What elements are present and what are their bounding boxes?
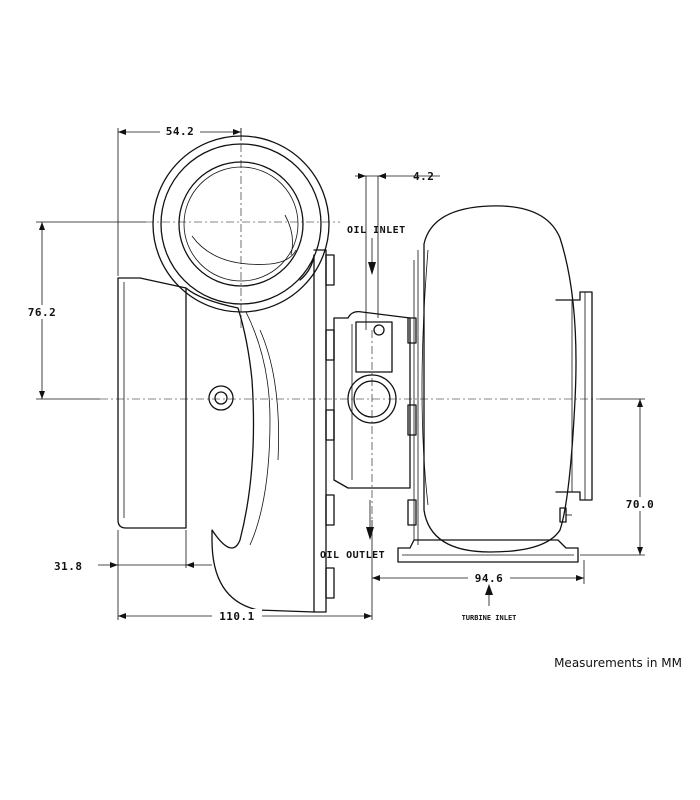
dim-label-31-8: 31.8 [54, 560, 83, 573]
oil-outlet-label: OIL OUTLET [320, 550, 385, 561]
dimension-110-1: 110.1 [118, 520, 373, 623]
oil-inlet-callout: OIL INLET [347, 225, 406, 275]
dimension-70-0: 70.0 [580, 398, 662, 556]
oil-inlet-label: OIL INLET [347, 225, 406, 236]
center-lines [100, 128, 600, 520]
dim-label-4-2: 4.2 [413, 170, 434, 183]
turbine-housing [397, 205, 593, 563]
dim-label-94-6: 94.6 [475, 572, 504, 585]
dim-label-110-1: 110.1 [219, 610, 255, 623]
dimension-31-8: 31.8 [54, 530, 212, 620]
compressor-housing [117, 135, 335, 613]
dimension-94-6: 94.6 [372, 560, 585, 585]
oil-outlet-callout: OIL OUTLET [320, 500, 385, 561]
dim-label-70-0: 70.0 [626, 498, 655, 511]
dimension-4-2: 4.2 [355, 170, 440, 330]
dimension-76-2: 76.2 [22, 221, 146, 400]
dim-label-76-2: 76.2 [28, 306, 57, 319]
dim-label-54-2: 54.2 [166, 125, 195, 138]
center-housing [333, 310, 417, 526]
dimension-54-2: 54.2 [117, 125, 242, 276]
turbine-inlet-label: TURBINE INLET [462, 614, 517, 622]
measurement-units-note: Measurements in MM [554, 656, 682, 670]
turbine-inlet-callout: TURBINE INLET [462, 584, 517, 622]
